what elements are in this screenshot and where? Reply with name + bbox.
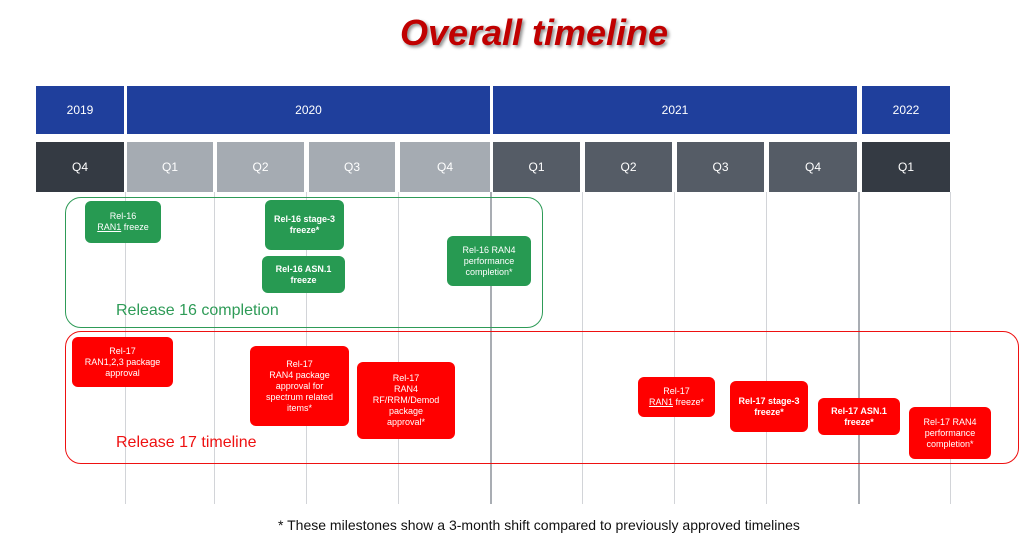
milestone-text: approval xyxy=(105,367,140,378)
milestone-rel16-stage3-freeze: Rel-16 stage-3 freeze* xyxy=(265,200,344,250)
milestone-text: Rel-16 xyxy=(109,211,137,221)
milestone-text: Rel-16 RAN4 xyxy=(462,244,516,255)
milestone-rel17-ran123-package: Rel-17 RAN1,2,3 package approval xyxy=(72,337,173,387)
milestone-text: freeze xyxy=(290,274,317,285)
milestone-text: RF/RRM/Demod xyxy=(372,395,440,405)
milestone-text: Rel-16 stage-3 xyxy=(273,214,336,224)
release-16-label: Release 16 completion xyxy=(116,302,279,319)
milestone-text: performance xyxy=(463,255,515,266)
quarter-2021-q1: Q1 xyxy=(493,142,580,192)
milestone-text: items* xyxy=(286,402,312,413)
year-2020: 2020 xyxy=(127,86,490,134)
year-2021: 2021 xyxy=(493,86,857,134)
milestone-text: Rel-17 xyxy=(663,386,690,396)
grid-line xyxy=(582,192,583,504)
milestone-text: performance xyxy=(924,427,976,438)
milestone-text: Rel-17 RAN4 xyxy=(923,416,977,427)
year-divider-line xyxy=(858,192,860,504)
milestone-text: Rel-17 xyxy=(392,373,420,383)
milestone-text: RAN1 xyxy=(648,397,673,407)
footnote: * These milestones show a 3-month shift … xyxy=(278,517,800,533)
year-divider-line xyxy=(490,192,492,504)
year-2019: 2019 xyxy=(36,86,124,134)
quarter-2022-q1: Q1 xyxy=(862,142,950,192)
milestone-text: completion* xyxy=(465,266,513,277)
milestone-text: freeze* xyxy=(754,406,784,417)
milestone-text: approval for xyxy=(275,380,324,391)
milestone-text: Rel-17 xyxy=(109,345,136,356)
milestone-text: spectrum related xyxy=(265,391,334,402)
milestone-text: freeze* xyxy=(672,397,705,407)
milestone-rel17-ran4-spectrum-package: Rel-17 RAN4 package approval for spectru… xyxy=(250,346,349,426)
milestone-text: freeze* xyxy=(844,416,874,427)
milestone-text: Rel-17 stage-3 xyxy=(738,395,800,406)
milestone-text: RAN1 xyxy=(97,222,122,232)
page-title: Overall timeline xyxy=(399,12,669,53)
milestone-rel16-ran1-freeze: Rel-16 RAN1 freeze xyxy=(85,201,161,243)
milestone-rel17-ran4-performance: Rel-17 RAN4 performance completion* xyxy=(909,407,991,459)
release-17-label: Release 17 timeline xyxy=(116,434,257,451)
quarter-2019-q4: Q4 xyxy=(36,142,124,192)
grid-line xyxy=(674,192,675,504)
milestone-text: Rel-17 xyxy=(286,358,313,369)
quarter-2021-q4: Q4 xyxy=(769,142,857,192)
release-17-group xyxy=(65,331,1019,464)
milestone-text: freeze* xyxy=(289,225,320,235)
milestone-text: Rel-16 ASN.1 xyxy=(275,263,332,274)
release-16-group xyxy=(65,197,543,328)
milestone-text: RAN4 xyxy=(393,384,418,394)
milestone-rel17-ran4-rf-rrm-demod: Rel-17 RAN4 RF/RRM/Demod package approva… xyxy=(357,362,455,439)
milestone-rel16-asn1-freeze: Rel-16 ASN.1 freeze xyxy=(262,256,345,293)
milestone-text: approval* xyxy=(386,417,425,427)
milestone-text: RAN1,2,3 package xyxy=(84,356,161,367)
milestone-rel16-ran4-performance: Rel-16 RAN4 performance completion* xyxy=(447,236,531,286)
quarter-2020-q4: Q4 xyxy=(400,142,490,192)
quarter-2020-q3: Q3 xyxy=(309,142,395,192)
quarter-2020-q1: Q1 xyxy=(127,142,213,192)
quarter-2020-q2: Q2 xyxy=(217,142,304,192)
quarter-2021-q3: Q3 xyxy=(677,142,764,192)
year-2022: 2022 xyxy=(862,86,950,134)
grid-line xyxy=(398,192,399,504)
milestone-text: package xyxy=(388,406,423,416)
grid-line xyxy=(766,192,767,504)
milestone-rel17-asn1-freeze: Rel-17 ASN.1 freeze* xyxy=(818,398,900,435)
quarter-2021-q2: Q2 xyxy=(585,142,672,192)
milestone-rel17-stage3-freeze: Rel-17 stage-3 freeze* xyxy=(730,381,808,432)
milestone-rel17-ran1-freeze: Rel-17 RAN1 freeze* xyxy=(638,377,715,417)
milestone-text: completion* xyxy=(926,438,974,449)
milestone-text: RAN4 package xyxy=(269,369,330,380)
grid-line xyxy=(214,192,215,504)
grid-line xyxy=(950,192,951,504)
milestone-text: freeze xyxy=(121,222,149,232)
milestone-text: Rel-17 ASN.1 xyxy=(831,405,887,416)
